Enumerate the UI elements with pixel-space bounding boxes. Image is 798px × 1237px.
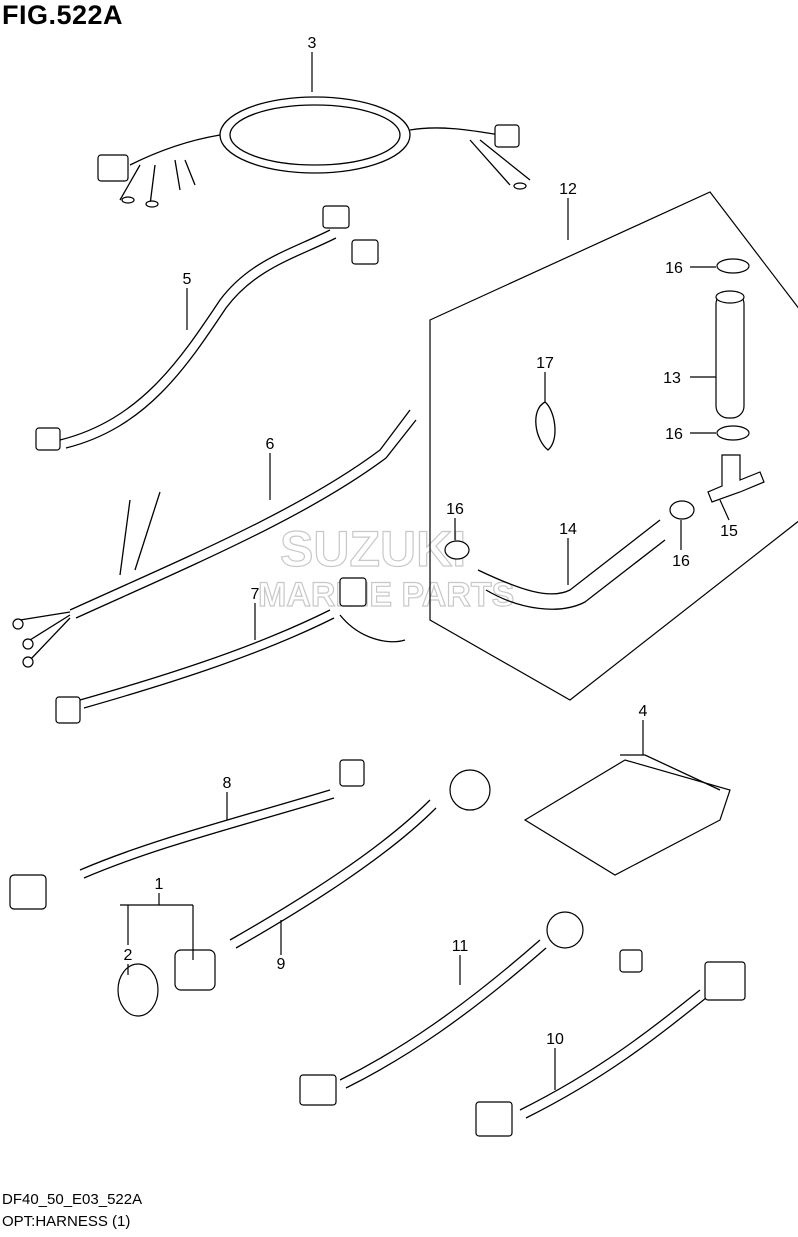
callout-16a: 16 (665, 260, 683, 277)
figure-code: DF40_50_E03_522A (2, 1191, 143, 1208)
harness-9 (229, 769, 491, 949)
harness-7 (55, 577, 406, 724)
callout-3: 3 (308, 35, 317, 52)
watermark-line2: MARINE PARTS (258, 576, 514, 614)
harness-11 (299, 911, 643, 1106)
harness-3 (97, 96, 531, 208)
callout-17: 17 (536, 355, 554, 372)
callout-2: 2 (124, 947, 133, 964)
callout-10: 10 (546, 1031, 564, 1048)
bag-4 (523, 754, 731, 876)
callout-6: 6 (266, 436, 275, 453)
callout-8: 8 (223, 775, 232, 792)
callout-16d: 16 (672, 553, 690, 570)
hose-13 (715, 290, 745, 419)
leader-lines (120, 52, 730, 1090)
callout-numbers: 3 5 6 7 12 16 13 16 17 16 14 16 15 4 8 1… (124, 35, 738, 1048)
callout-5: 5 (183, 271, 192, 288)
callout-4: 4 (639, 703, 648, 720)
callout-12: 12 (559, 181, 577, 198)
harness-10 (475, 961, 746, 1137)
callout-9: 9 (277, 956, 286, 973)
clamps-16 (444, 258, 750, 560)
callout-15: 15 (720, 523, 738, 540)
figure-title: FIG.522A (2, 0, 124, 30)
callout-7: 7 (251, 586, 260, 603)
clip-17 (535, 401, 556, 451)
callout-16c: 16 (446, 501, 464, 518)
figure-caption: OPT:HARNESS (1) (2, 1213, 131, 1230)
callout-1: 1 (155, 876, 164, 893)
hose-14 (477, 519, 666, 610)
callout-11: 11 (452, 938, 469, 955)
harness-5 (35, 205, 379, 451)
callout-16b: 16 (665, 426, 683, 443)
socket-1-2 (117, 949, 216, 1017)
kit-12-outline (429, 191, 798, 701)
harness-6 (12, 409, 417, 668)
joint-15 (707, 454, 765, 503)
watermark: SUZUKI MARINE PARTS (257, 520, 514, 614)
watermark-line1: SUZUKI (280, 521, 466, 577)
callout-14: 14 (559, 521, 577, 538)
callout-13: 13 (663, 370, 681, 387)
harness-8 (9, 759, 365, 910)
